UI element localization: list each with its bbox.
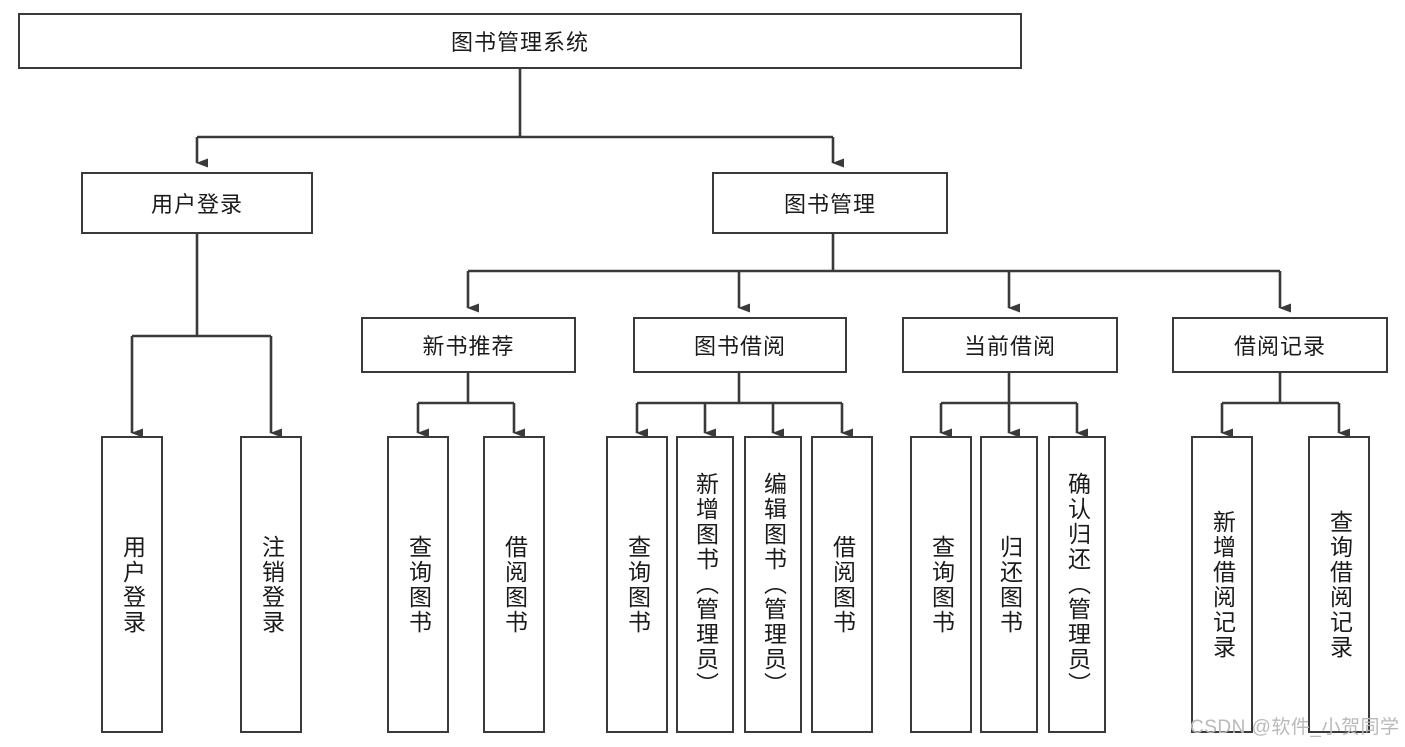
leaf-label: 新增借阅记录 [1209,509,1236,660]
node-current-borrow[interactable]: 当前借阅 [902,317,1118,373]
leaf-label: 查询图书 [405,534,432,635]
leaf-borrow-record-query[interactable]: 查询借阅记录 [1308,436,1370,733]
leaf-current-borrow-confirm-return[interactable]: 确认归还（管理员） [1048,436,1106,733]
leaf-label: 借阅图书 [829,534,856,635]
node-root-label: 图书管理系统 [450,30,589,55]
node-borrow-record[interactable]: 借阅记录 [1172,317,1388,373]
leaf-current-borrow-return[interactable]: 归还图书 [980,436,1038,733]
leaf-book-borrow-query[interactable]: 查询图书 [606,436,668,733]
leaf-book-borrow-borrow[interactable]: 借阅图书 [811,436,873,733]
leaf-label: 查询图书 [928,534,955,635]
node-user-login[interactable]: 用户登录 [81,172,313,234]
leaf-label: 确认归还（管理员） [1064,472,1091,697]
leaf-book-borrow-edit[interactable]: 编辑图书（管理员） [744,436,802,733]
leaf-label: 编辑图书（管理员） [760,472,787,697]
leaf-borrow-record-add[interactable]: 新增借阅记录 [1191,436,1253,733]
node-current-borrow-label: 当前借阅 [963,334,1056,359]
leaf-current-borrow-query[interactable]: 查询图书 [910,436,972,733]
node-book-borrow-label: 图书借阅 [693,334,786,359]
node-book-management[interactable]: 图书管理 [712,172,948,234]
leaf-label: 查询图书 [624,534,651,635]
node-new-book-recommend-label: 新书推荐 [422,334,515,359]
node-book-management-label: 图书管理 [783,192,876,217]
leaf-label: 用户登录 [119,534,146,635]
leaf-label: 注销登录 [258,534,285,635]
node-root-system[interactable]: 图书管理系统 [18,13,1022,69]
leaf-new-book-query[interactable]: 查询图书 [387,436,449,733]
node-user-login-label: 用户登录 [150,192,243,217]
leaf-new-book-borrow[interactable]: 借阅图书 [483,436,545,733]
node-borrow-record-label: 借阅记录 [1233,334,1326,359]
leaf-label: 查询借阅记录 [1326,509,1353,660]
node-new-book-recommend[interactable]: 新书推荐 [361,317,576,373]
leaf-user-login-logout[interactable]: 注销登录 [240,436,302,733]
leaf-label: 归还图书 [996,534,1023,635]
node-book-borrow[interactable]: 图书借阅 [633,317,847,373]
leaf-book-borrow-add[interactable]: 新增图书（管理员） [676,436,734,733]
leaf-label: 新增图书（管理员） [692,472,719,697]
leaf-user-login-login[interactable]: 用户登录 [101,436,163,733]
leaf-label: 借阅图书 [501,534,528,635]
watermark-csdn: CSDN @软件_小贺同学 [1190,717,1400,738]
